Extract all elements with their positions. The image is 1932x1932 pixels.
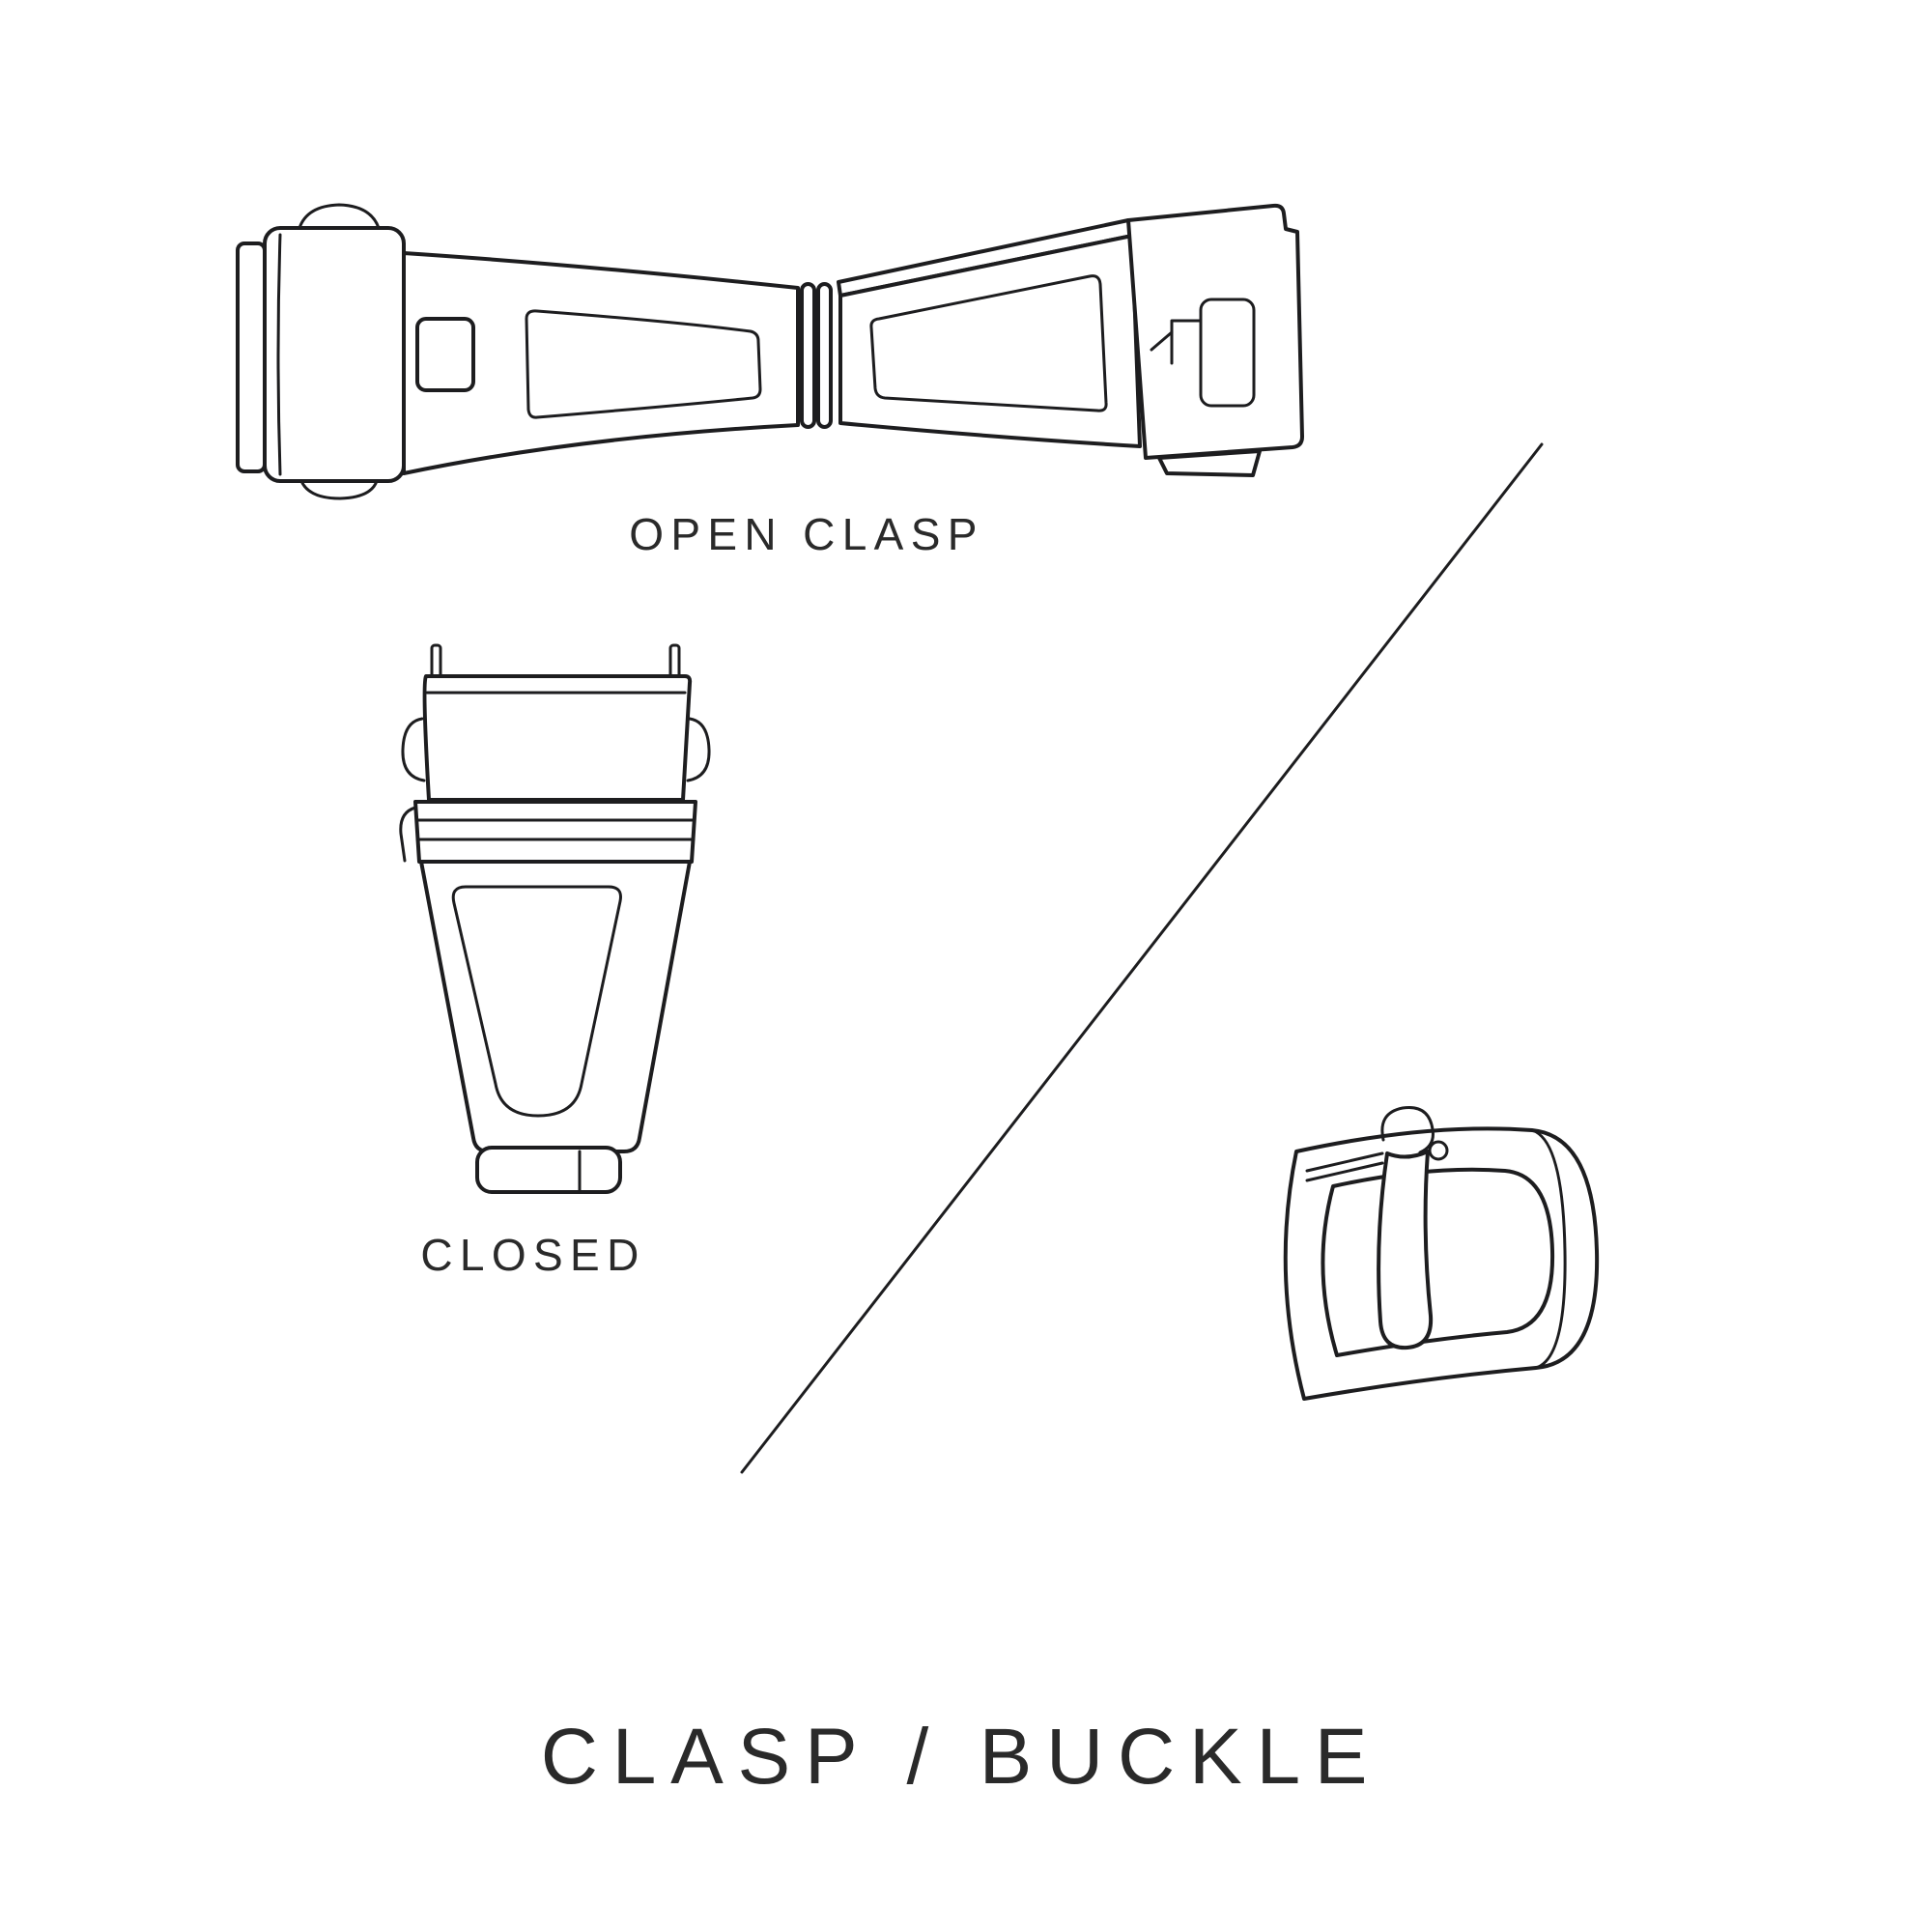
buckle-axle-line-2 bbox=[1305, 1161, 1384, 1182]
buckle-right-bar-edge bbox=[1530, 1128, 1567, 1370]
open-clasp-latch-notch bbox=[1150, 330, 1174, 352]
diagonal-divider-line bbox=[740, 442, 1544, 1474]
closed-clasp-band-tab bbox=[399, 806, 417, 863]
open-clasp-drawing bbox=[236, 203, 1304, 500]
open-clasp-right-end-piece bbox=[1126, 203, 1304, 460]
open-clasp-end-top-bump bbox=[298, 203, 381, 230]
open-clasp-hinge-bar-left bbox=[800, 282, 816, 429]
buckle-frame-inner-opening bbox=[1321, 1167, 1555, 1357]
closed-clasp-band bbox=[413, 800, 697, 864]
closed-clasp-foot bbox=[475, 1146, 622, 1194]
buckle-tang bbox=[1377, 1150, 1434, 1350]
buckle-axle-line-1 bbox=[1305, 1151, 1384, 1173]
open-clasp-latch-hook bbox=[1170, 319, 1203, 365]
closed-clasp-body bbox=[419, 860, 692, 1153]
page-title: CLASP / BUCKLE bbox=[540, 1713, 1382, 1801]
buckle-drawing bbox=[1283, 1105, 1600, 1401]
buckle-tang-loop bbox=[1380, 1105, 1435, 1154]
closed-clasp-ear-right bbox=[686, 717, 711, 782]
open-clasp-end-bottom-bump bbox=[299, 479, 379, 500]
open-clasp-end-box bbox=[263, 226, 406, 483]
closed-clasp-cover bbox=[422, 674, 693, 802]
open-clasp-left-plate bbox=[402, 251, 800, 475]
buckle-tang-loop-ring bbox=[1428, 1140, 1449, 1161]
open-clasp-right-plate-inner-outline bbox=[869, 274, 1108, 412]
open-clasp-right-plate bbox=[838, 234, 1142, 448]
open-clasp-latch-cutout bbox=[1199, 298, 1256, 408]
closed-clasp-drawing bbox=[399, 643, 711, 1194]
closed-clasp-ear-left bbox=[401, 717, 426, 782]
open-clasp-end-detail-line bbox=[276, 233, 282, 476]
open-clasp-label: OPEN CLASP bbox=[629, 509, 984, 559]
closed-clasp-body-inner-outline bbox=[451, 885, 622, 1118]
open-clasp-left-plate-inner-outline bbox=[525, 309, 762, 419]
open-clasp-end-tube bbox=[236, 242, 267, 473]
closed-label: CLOSED bbox=[420, 1230, 646, 1280]
open-clasp-hinge-bar-right bbox=[816, 282, 833, 429]
open-clasp-latch-catch bbox=[415, 317, 475, 392]
